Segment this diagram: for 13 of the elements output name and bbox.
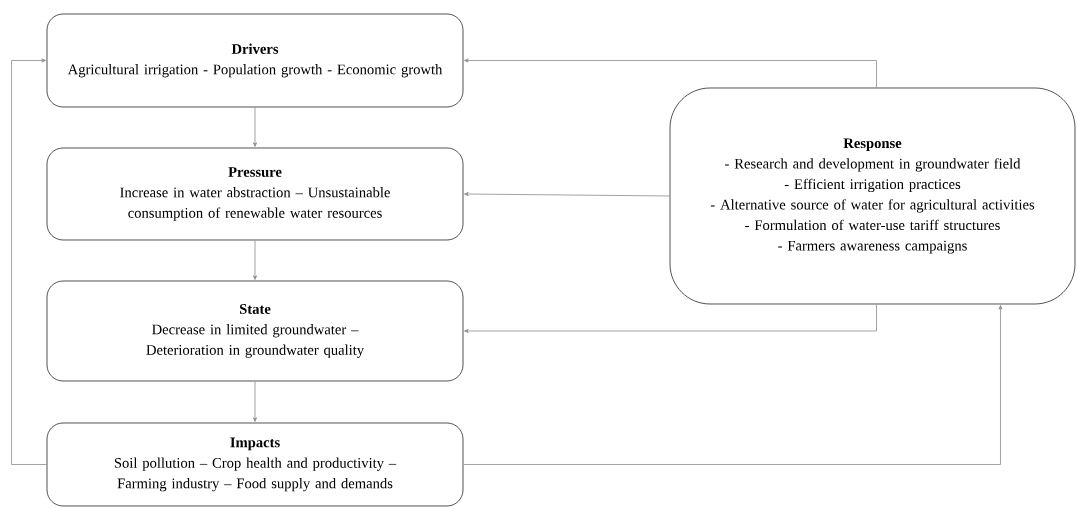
arrow bbox=[464, 58, 877, 88]
process-box: Response - Research and development in groundwater field - Efficient irrigation practices - Alternative source of water for agricultural activities - Formulation of water-use tariff structures - Farmers awareness campaigns bbox=[669, 87, 1076, 305]
arrow bbox=[253, 107, 257, 147]
process-box: Pressure Increase in water abstraction – Unsustainable consumption of renewable water resources bbox=[46, 147, 464, 241]
arrow bbox=[253, 240, 257, 280]
process-box: Drivers Agricultural irrigation - Population growth - Economic growth bbox=[46, 13, 464, 108]
process-box: Impacts Soil pollution – Crop health and productivity – Farming industry – Food supply and demands bbox=[46, 422, 464, 507]
arrow bbox=[11, 58, 47, 465]
arrow bbox=[253, 381, 257, 422]
arrow bbox=[463, 305, 1003, 465]
arrow bbox=[464, 304, 877, 333]
arrow bbox=[464, 192, 670, 197]
process-box: State Decrease in limited groundwater – Deterioration in groundwater quality bbox=[46, 280, 464, 382]
